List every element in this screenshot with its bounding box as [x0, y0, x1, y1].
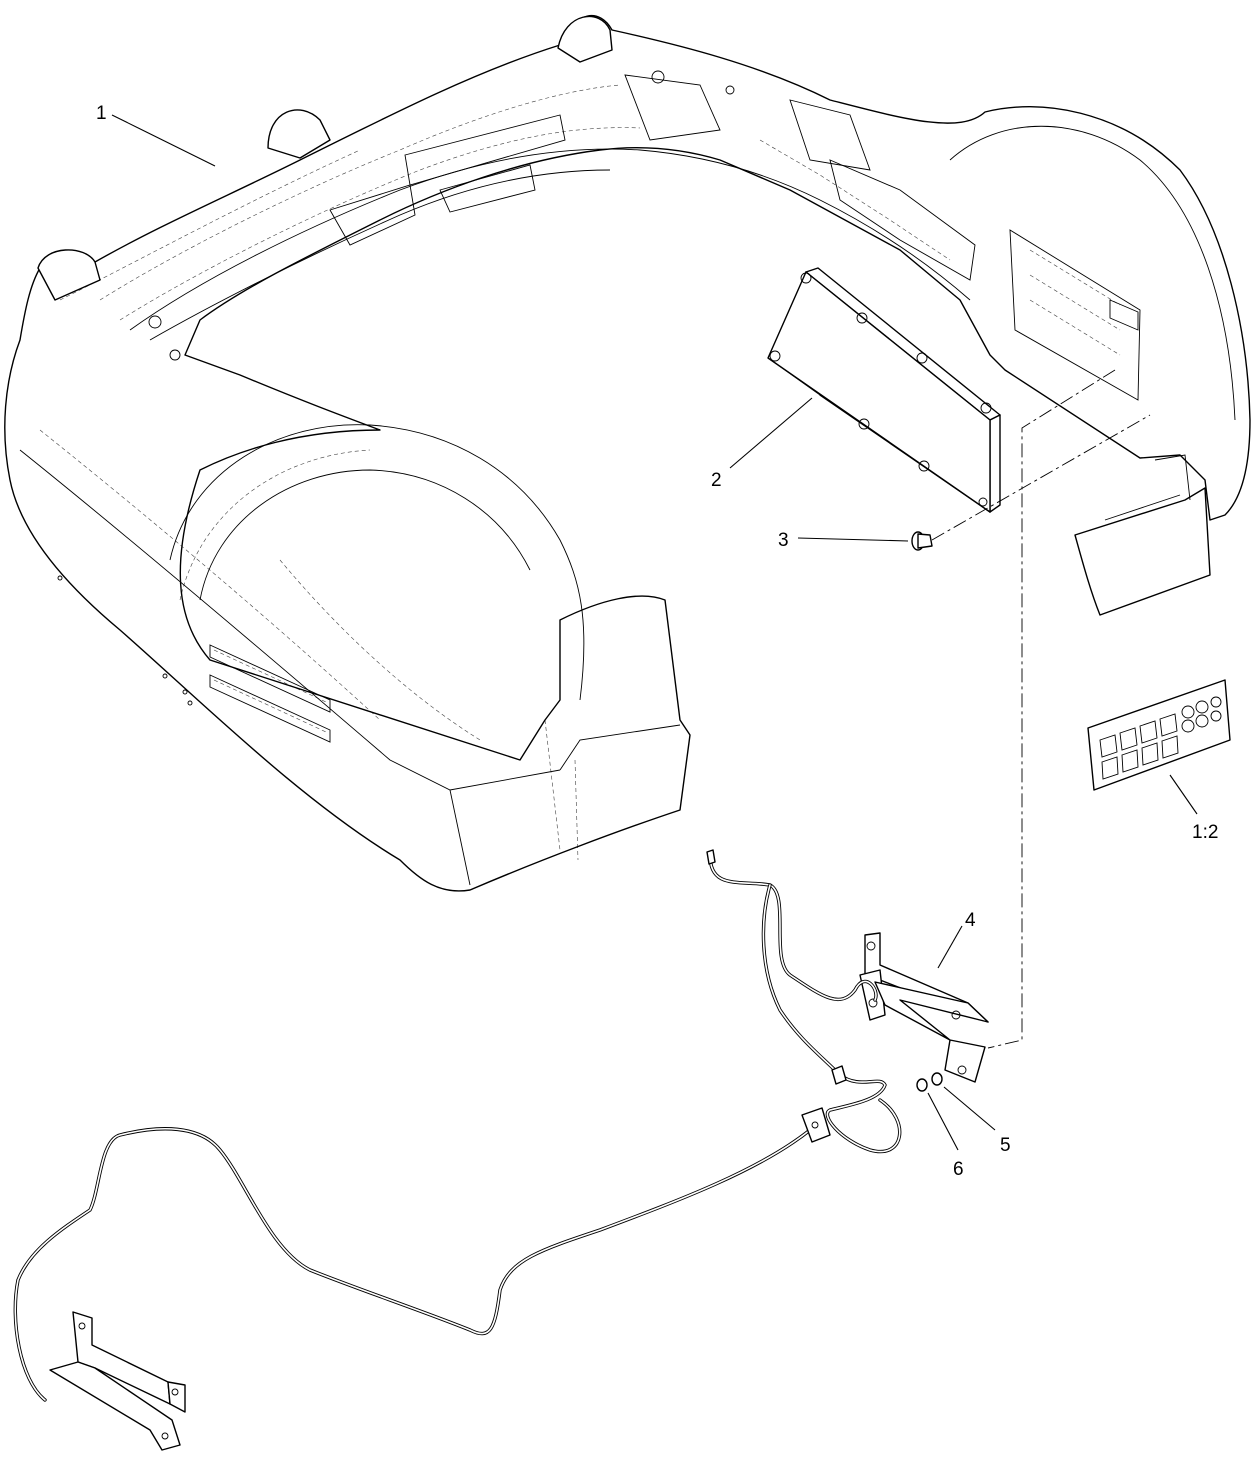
leader-3 [797, 537, 909, 542]
leader-5 [943, 1086, 996, 1131]
callout-2: 2 [711, 470, 722, 491]
callout-labels: 1 2 3 4 5 6 1:2 [96, 103, 1218, 1180]
leader-6 [927, 1092, 959, 1151]
leader-1 [111, 114, 216, 167]
washer [931, 1072, 943, 1086]
callout-4: 4 [965, 910, 976, 931]
leader-4 [937, 925, 963, 969]
callout-3: 3 [778, 530, 789, 551]
push-rivet [911, 531, 933, 551]
leader-lines [111, 114, 1198, 1151]
lower-bracket [49, 1311, 186, 1451]
assembly-lines [931, 369, 1151, 1049]
sensor-bracket [859, 932, 989, 1083]
callout-1-2: 1:2 [1192, 822, 1218, 843]
leader-2 [729, 397, 813, 469]
leader-1-2 [1169, 774, 1198, 815]
callout-5: 5 [1000, 1135, 1011, 1156]
cover-plate [767, 267, 1001, 513]
hood-body-shell [4, 14, 1251, 892]
screw [916, 1078, 928, 1092]
wire-harness [13, 849, 902, 1402]
callout-6: 6 [953, 1159, 964, 1180]
callout-1: 1 [96, 103, 107, 124]
safety-decal [1087, 679, 1231, 791]
